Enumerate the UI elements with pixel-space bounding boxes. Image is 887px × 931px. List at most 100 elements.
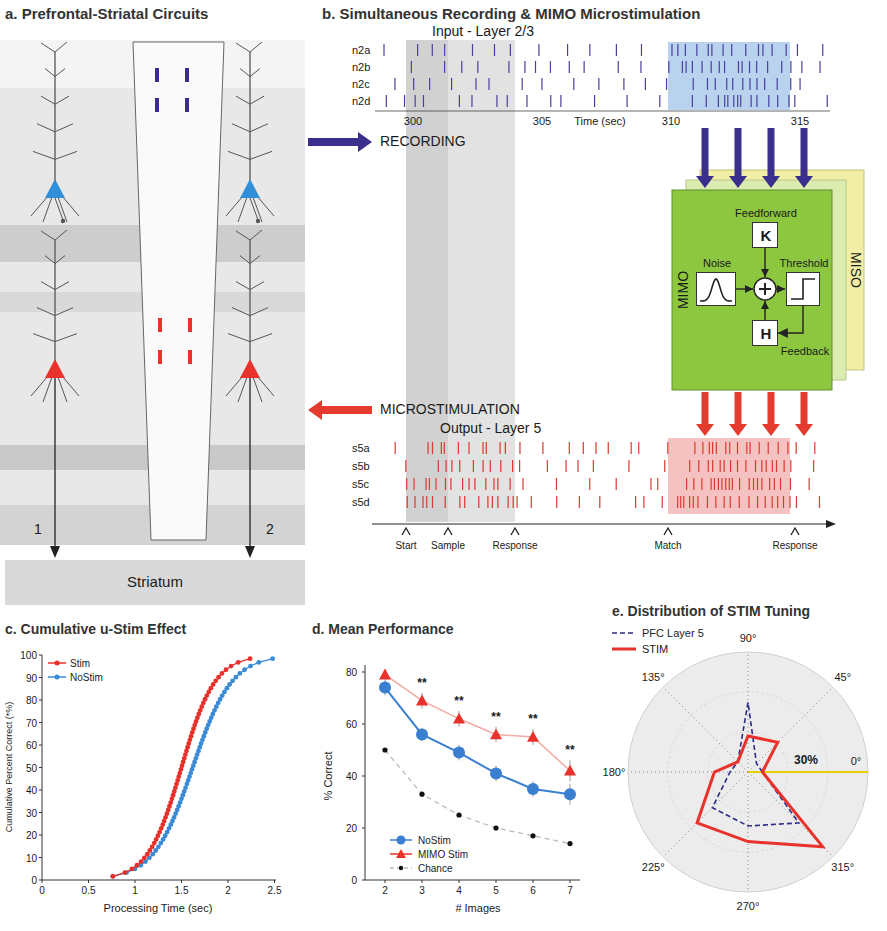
legend-label: Stim [70, 658, 90, 669]
legend-label: MIMO Stim [418, 849, 468, 860]
spike [697, 496, 698, 508]
spike [701, 478, 702, 490]
spike [584, 61, 585, 73]
stim-point [527, 731, 539, 742]
significance-mark: ** [528, 714, 537, 727]
signal-arrow [764, 248, 765, 277]
spike [462, 478, 463, 490]
tick-label: 315 [791, 115, 809, 127]
spike [748, 496, 749, 508]
feedforward-kernel-box: FeedforwardK [752, 222, 778, 248]
polar-spoke [748, 772, 749, 892]
spike [790, 61, 791, 73]
box-label: Noise [703, 257, 731, 269]
dendrite [55, 256, 65, 264]
tick [422, 880, 423, 883]
spike [445, 478, 446, 490]
spike [701, 61, 702, 73]
spike [716, 442, 717, 454]
spike [594, 95, 595, 107]
legend-label: Chance [418, 863, 452, 874]
tick [39, 857, 42, 858]
basal-dendrite [253, 377, 262, 402]
box-heading: H [761, 326, 772, 343]
spike [738, 61, 739, 73]
spike [483, 460, 484, 472]
spike [640, 61, 641, 73]
spike [464, 496, 465, 508]
legend-sample [390, 849, 412, 858]
spike [711, 44, 712, 56]
tick-label: 80 [346, 667, 357, 678]
spike [631, 442, 632, 454]
spike [550, 61, 551, 73]
x-axis [42, 880, 276, 881]
tick-label: 2 [225, 885, 231, 896]
input-arrow [696, 128, 714, 188]
spike [764, 78, 765, 90]
data-point [216, 675, 221, 680]
dendrite-tuft [41, 43, 55, 52]
tick [570, 880, 571, 883]
spike [732, 478, 733, 490]
spike [711, 478, 712, 490]
spike [682, 61, 683, 73]
channel-name: s5a [352, 442, 370, 454]
tick-label: 3 [419, 885, 425, 896]
spike [667, 442, 668, 454]
panel-c-chart [39, 655, 276, 883]
tick-label: 20 [346, 823, 357, 834]
tick [274, 880, 275, 883]
spike [799, 78, 800, 90]
spike [482, 442, 483, 454]
spike [487, 496, 488, 508]
dendrite [250, 256, 260, 264]
spike [772, 496, 773, 508]
tick-label: 6 [530, 885, 536, 896]
dendrite [37, 308, 55, 316]
tick-label: 30 [26, 807, 37, 818]
spike [459, 460, 460, 472]
spike [742, 78, 743, 90]
spike [707, 496, 708, 508]
spike [406, 478, 407, 490]
tick-label: 20 [26, 830, 37, 841]
tick [88, 880, 89, 883]
spike [471, 95, 472, 107]
spike [451, 78, 452, 90]
spike [569, 61, 570, 73]
spike [414, 496, 415, 508]
input-arrow [795, 128, 813, 188]
spike [478, 496, 479, 508]
spike [556, 478, 557, 490]
spike [383, 44, 384, 56]
spike [461, 61, 462, 73]
spike [486, 442, 487, 454]
spike [505, 442, 506, 454]
basal-dendrite [257, 196, 274, 216]
basal-dendrite [226, 196, 243, 216]
dendrite [240, 69, 250, 77]
box-label: Threshold [780, 257, 829, 269]
spike [813, 460, 814, 472]
callout-number: 2 [266, 522, 274, 537]
spike [472, 44, 473, 56]
panel-title: e. Distribution of STIM Tuning [612, 604, 810, 619]
spike [732, 78, 733, 90]
spike [407, 496, 408, 508]
stim-point [564, 765, 576, 776]
polar-disc [628, 652, 868, 892]
stim-distribution [697, 736, 823, 847]
angle-label: 135° [642, 671, 665, 683]
spike [784, 460, 785, 472]
spike [683, 496, 684, 508]
input-window [668, 42, 790, 110]
spike [692, 61, 693, 73]
dendrite-tuft [41, 231, 55, 240]
output-arrow [696, 392, 714, 436]
spike [394, 78, 395, 90]
spike [583, 442, 584, 454]
spike [524, 61, 525, 73]
tick [39, 812, 42, 813]
spike [677, 44, 678, 56]
